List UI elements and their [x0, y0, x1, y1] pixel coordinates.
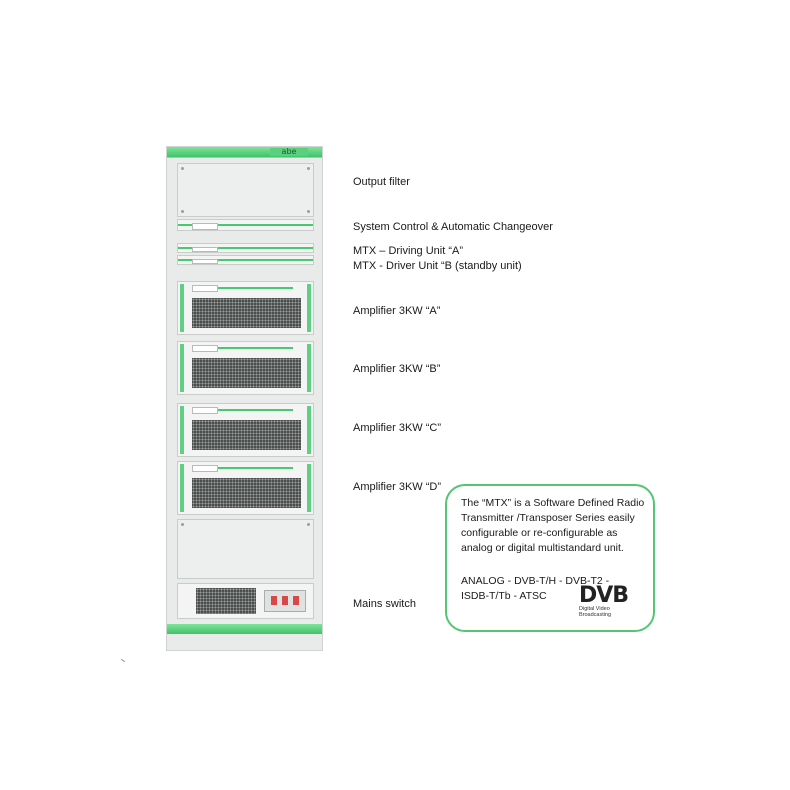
- label-mains-switch: Mains switch: [353, 598, 416, 610]
- amplifier-b-grille: [192, 358, 301, 388]
- dvb-logo-mark: DVB: [579, 583, 629, 608]
- label-amplifier-b: Amplifier 3KW “B”: [353, 363, 441, 375]
- dvb-logo: DVB Digital Video Broadcasting: [579, 583, 629, 622]
- amplifier-c: [177, 403, 314, 457]
- amplifier-a: [177, 281, 314, 335]
- amplifier-c-display: [192, 407, 218, 414]
- amplifier-c-grille: [192, 420, 301, 450]
- label-amplifier-d: Amplifier 3KW “D”: [353, 481, 442, 493]
- driver-b-display: [192, 259, 218, 264]
- rack-top-strip: abe: [167, 147, 322, 158]
- blank-panel: [177, 519, 314, 579]
- driver-unit-b: [177, 255, 314, 265]
- output-filter-panel: [177, 163, 314, 217]
- transmitter-rack: abe: [166, 146, 323, 651]
- amplifier-a-grille: [192, 298, 301, 328]
- amplifier-b-display: [192, 345, 218, 352]
- amplifier-d: [177, 461, 314, 515]
- driver-unit-a: [177, 243, 314, 253]
- mtx-info-callout: The “MTX” is a Software Defined Radio Tr…: [445, 484, 655, 632]
- standards-line-1: ANALOG - DVB-T/H - DVB-T2 -: [461, 575, 610, 587]
- amplifier-b: [177, 341, 314, 395]
- driver-a-display: [192, 247, 218, 252]
- dvb-logo-subtitle: Digital Video Broadcasting: [579, 606, 612, 618]
- amplifier-d-grille: [192, 478, 301, 508]
- label-amplifier-a: Amplifier 3KW “A”: [353, 305, 441, 317]
- label-system-control: System Control & Automatic Changeover: [353, 221, 553, 233]
- system-control-unit: [177, 219, 314, 231]
- mains-vent-grille: [196, 588, 256, 614]
- callout-description: The “MTX” is a Software Defined Radio Tr…: [461, 497, 645, 554]
- label-driver-b: MTX - Driver Unit “B (standby unit): [353, 260, 522, 272]
- label-amplifier-c: Amplifier 3KW “C”: [353, 422, 442, 434]
- amplifier-d-display: [192, 465, 218, 472]
- label-output-filter: Output filter: [353, 176, 410, 188]
- mains-switch[interactable]: [264, 590, 306, 612]
- amplifier-a-display: [192, 285, 218, 292]
- rack-bottom-strip: [167, 624, 322, 634]
- brand-logo: abe: [270, 148, 308, 156]
- label-driver-a: MTX – Driving Unit “A”: [353, 245, 464, 257]
- standards-line-2: ISDB-T/Tb - ATSC: [461, 590, 547, 602]
- callout-standards: ANALOG - DVB-T/H - DVB-T2 - ISDB-T/Tb - …: [461, 574, 609, 604]
- control-display: [192, 223, 218, 230]
- stray-mark: [121, 658, 125, 663]
- mains-switch-panel: [177, 583, 314, 619]
